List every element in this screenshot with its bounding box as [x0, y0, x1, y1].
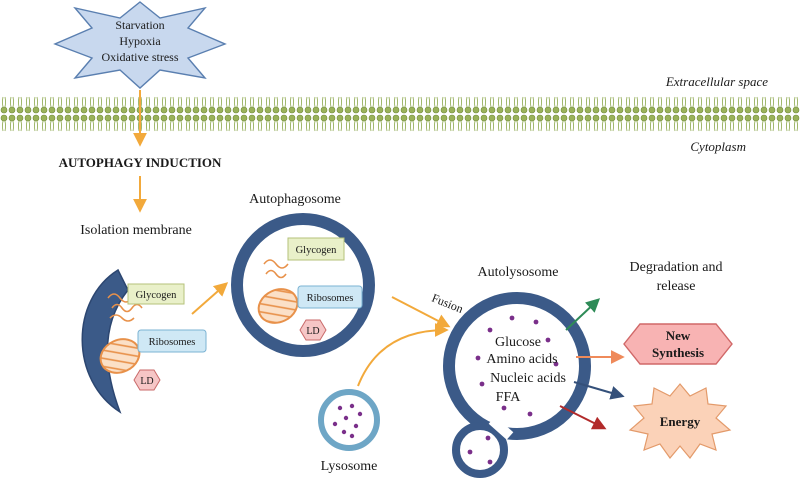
nucleic-arrow — [573, 381, 625, 400]
autophagosome-title: Autophagosome — [249, 192, 341, 207]
stress-starvation: Starvation — [115, 18, 164, 32]
isolation-ribosomes-label: Ribosomes — [149, 337, 196, 348]
autophagosome-mitochondrion — [257, 288, 299, 324]
degradation-label-line2: release — [657, 279, 696, 294]
product-nucleic-acids: Nucleic acids — [490, 371, 566, 386]
autolysosome-neck — [488, 416, 514, 440]
stress-oxidative: Oxidative stress — [102, 50, 179, 64]
isolation-membrane-crescent — [81, 268, 129, 414]
energy-burst-shape — [628, 383, 732, 459]
isolation-membrane-title: Isolation membrane — [80, 223, 192, 238]
cytoplasm-label: Cytoplasm — [690, 139, 746, 154]
product-glucose: Glucose — [495, 335, 541, 350]
autophagosome-glycogen-label: Glycogen — [296, 245, 338, 256]
new-synthesis-shape — [623, 323, 733, 365]
lysosome-label: Lysosome — [321, 459, 378, 474]
autophagosome-ld-shape — [299, 319, 327, 341]
fusion-arrow-lysosome — [357, 323, 449, 387]
autophagosome-ribosomes-label: Ribosomes — [307, 293, 354, 304]
energy-label: Energy — [660, 414, 701, 429]
autolysosome-contents — [467, 315, 559, 465]
autophagy-induction-label: AUTOPHAGY INDUCTION — [59, 155, 222, 170]
degradation-label-line1: Degradation and — [630, 260, 723, 275]
fusion-arrow-autophagosome — [391, 296, 451, 328]
new-synthesis-line1: New — [666, 328, 691, 343]
lysosome-membrane — [318, 389, 380, 451]
product-amino-acids: Amino acids — [486, 352, 557, 367]
lysosome-contents — [332, 403, 363, 439]
autophagosome-ld-label: LD — [306, 326, 319, 337]
stress-hypoxia: Hypoxia — [119, 34, 161, 48]
extracellular-label: Extracellular space — [665, 74, 768, 89]
fusion-label: Fusion — [430, 291, 466, 316]
isolation-ribosomes-box — [137, 329, 207, 353]
cell-membrane — [0, 96, 800, 134]
product-ffa: FFA — [496, 390, 522, 405]
energy-arrow — [559, 405, 607, 430]
release-arrow — [565, 298, 601, 331]
autolysosome-title: Autolysosome — [478, 265, 559, 280]
autolysosome-membrane — [443, 292, 591, 440]
isolation-ld-label: LD — [140, 376, 153, 387]
isolation-glycogen-box — [127, 283, 185, 305]
autophagosome-ribosomes-box — [297, 285, 363, 309]
isolation-ld-shape — [133, 369, 161, 391]
autophagosome-glycogen-squiggle — [263, 259, 289, 279]
new-synthesis-line2: Synthesis — [652, 345, 704, 360]
to-autophagosome-arrow — [191, 282, 229, 315]
autolysosome-bud — [452, 422, 508, 478]
stress-star-shape — [53, 1, 227, 89]
isolation-glycogen-label: Glycogen — [136, 290, 178, 301]
autophagosome-glycogen-box — [287, 237, 345, 261]
